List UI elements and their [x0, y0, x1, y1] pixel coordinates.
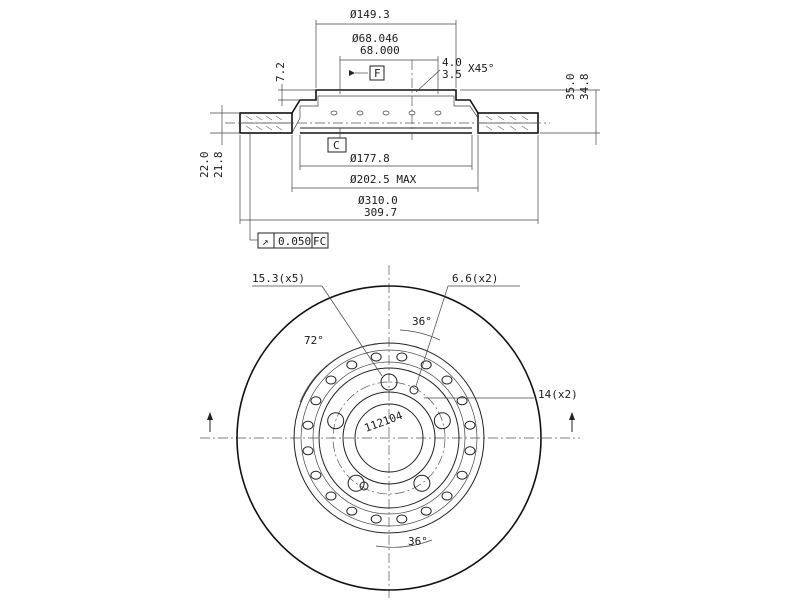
hub-face: [342, 391, 436, 485]
vent-hole: [310, 470, 322, 480]
chamfer-angle-label: X45°: [468, 62, 495, 75]
hat-section: [291, 89, 479, 114]
small-holes-label: 6.6(x2): [452, 272, 498, 285]
disc-outer-edge: [236, 285, 542, 591]
bolt-hole: [347, 474, 365, 492]
vent-hole: [370, 514, 382, 524]
vent-hole: [464, 446, 476, 456]
runout-datums-label: FC: [313, 235, 326, 248]
dia-bore-max-label: Ø68.046: [352, 32, 398, 45]
vent-hole: [302, 446, 314, 456]
offset-height-label: 7.2: [274, 62, 287, 82]
dia-bore-min-label: 68.000: [360, 44, 400, 57]
height-max-label: 35.0: [564, 74, 577, 101]
datum-c-label: C: [333, 139, 340, 152]
bolt-holes-label: 15.3(x5): [252, 272, 305, 285]
vent-hole: [346, 360, 358, 370]
center-bore: [354, 403, 424, 473]
chamfer-a-label: 4.0: [442, 56, 462, 69]
vent-hole: [396, 514, 408, 524]
datum-f-arrow: [349, 70, 355, 76]
vent-hole: [441, 491, 453, 501]
vent-hole: [370, 352, 382, 362]
pcd-label: 112104: [363, 409, 405, 435]
bolt-hole-group: [327, 373, 451, 492]
datum-c-box: [327, 137, 347, 153]
bolt-hole: [380, 373, 398, 391]
friction-inner-edge: [293, 342, 485, 534]
vent-hole: [302, 420, 314, 430]
dia-outer-max-label: Ø310.0: [358, 194, 398, 207]
vent-hole: [456, 396, 468, 406]
vent-hole: [396, 352, 408, 362]
height-min-label: 34.8: [578, 74, 591, 101]
datum-f-box: [369, 65, 385, 81]
angle-36-top-label: 36°: [412, 315, 432, 328]
runout-symbol: ↗: [262, 235, 269, 248]
vent-hole: [420, 506, 432, 516]
chamfer-b-label: 3.5: [442, 68, 462, 81]
side-view: Ø149.3 Ø68.046 68.000 4.0 3.5 X45° F 7.2…: [198, 8, 600, 249]
small-hole-2: [359, 481, 369, 491]
dia-vent-label: Ø202.5 MAX: [350, 173, 417, 186]
vent-hole: [420, 360, 432, 370]
bolt-hole: [413, 474, 431, 492]
vent-hole: [464, 420, 476, 430]
angle-36-bottom-label: 36°: [408, 535, 428, 548]
thick-min-label: 21.8: [212, 152, 225, 179]
hat-edge: [318, 367, 460, 509]
angle-72-label: 72°: [304, 334, 324, 347]
vent-hole: [456, 470, 468, 480]
vent-hole-ring: [302, 352, 476, 524]
vent-hole: [346, 506, 358, 516]
bolt-hole: [433, 412, 451, 430]
runout-value-label: 0.050: [278, 235, 311, 248]
bolt-hole: [327, 412, 345, 430]
dia-hat-label: Ø149.3: [350, 8, 390, 21]
small-hole-1: [409, 385, 419, 395]
front-view: 15.3(x5) 6.6(x2) 14(x2) 72° 36° 36° 1121…: [200, 265, 580, 598]
vent-hole: [325, 491, 337, 501]
dia-inner-label: Ø177.8: [350, 152, 390, 165]
thick-max-label: 22.0: [198, 152, 211, 179]
datum-f-label: F: [374, 67, 381, 80]
pcd-circle: [332, 381, 446, 495]
threaded-holes-label: 14(x2): [538, 388, 578, 401]
vent-hole: [310, 396, 322, 406]
vent-hole: [441, 375, 453, 385]
vent-hole: [325, 375, 337, 385]
dia-outer-min-label: 309.7: [364, 206, 397, 219]
runout-value-box: [273, 232, 329, 249]
